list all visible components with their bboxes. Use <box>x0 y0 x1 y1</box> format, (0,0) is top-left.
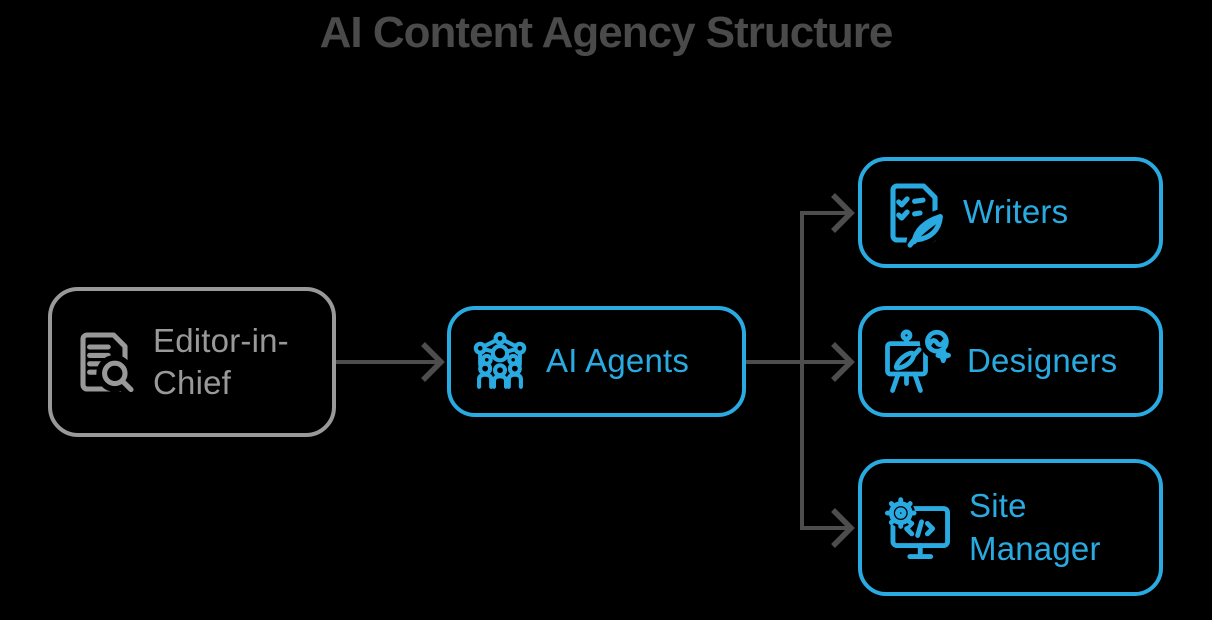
monitor-gear-code-icon <box>884 496 950 559</box>
node-writers: Writers <box>858 157 1163 268</box>
node-label: Editor-in-Chief <box>153 321 289 401</box>
node-editor-in-chief: Editor-in-Chief <box>48 287 336 437</box>
document-quill-icon <box>890 182 948 249</box>
agents-network-icon <box>473 331 527 389</box>
node-label: Designers <box>967 342 1118 380</box>
easel-brush-icon <box>885 324 954 393</box>
node-label: Writers <box>963 193 1069 231</box>
node-label: AI Agents <box>546 342 690 380</box>
node-designers: Designers <box>858 306 1163 417</box>
node-ai-agents: AI Agents <box>447 306 746 417</box>
node-label: Site Manager <box>969 487 1101 567</box>
node-site-manager: Site Manager <box>858 459 1163 596</box>
page-title: AI Content Agency Structure <box>319 8 894 57</box>
document-search-icon <box>80 332 140 398</box>
